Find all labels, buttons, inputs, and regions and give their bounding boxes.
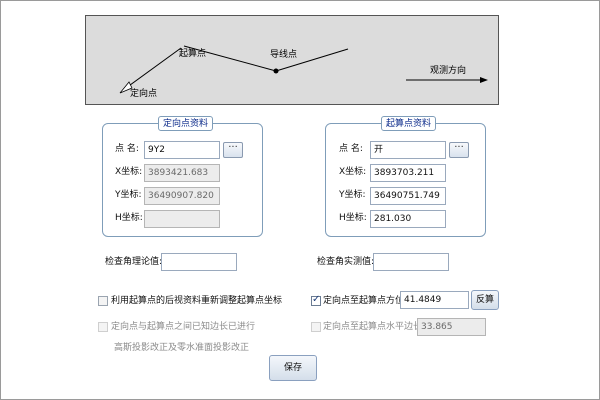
known-side-checkbox[interactable] [98, 322, 108, 332]
distance-label: 定向点至起算点水平边长: [323, 322, 426, 332]
distance-field[interactable]: 33.865 [417, 318, 486, 336]
orient-y-label: Y坐标: [115, 190, 142, 200]
orient-h-label: H坐标: [115, 213, 143, 223]
known-side-label-line2: 高斯投影改正及零水准面投影改正 [114, 343, 250, 353]
check-angle-theory-field[interactable] [161, 253, 237, 271]
azimuth-field[interactable]: 41.4849 [400, 291, 469, 309]
start-h-field[interactable]: 281.030 [370, 210, 446, 228]
readjust-label: 利用起算点的后视资料重新调整起算点坐标 [111, 296, 283, 306]
traverse-sketch [119, 45, 488, 94]
start-name-field[interactable]: 开 [370, 141, 446, 159]
start-h-label: H坐标: [339, 213, 367, 223]
azimuth-checkbox[interactable] [311, 294, 321, 306]
azimuth-label: 定向点至起算点方位: [323, 296, 408, 306]
traverse-diagram: 起算点 导线点 定向点 观测方向 [85, 15, 499, 105]
start-x-field[interactable]: 3893703.211 [370, 164, 446, 182]
distance-checkbox[interactable] [311, 322, 321, 332]
check-angle-theory-label: 检查角理论值: [105, 257, 163, 267]
observe-direction-label: 观测方向 [430, 66, 467, 76]
orient-h-field[interactable] [144, 210, 220, 228]
orient-y-field[interactable]: 36490907.820 [144, 187, 220, 205]
save-button[interactable]: 保存 [269, 355, 317, 381]
check-angle-measured-field[interactable] [373, 253, 449, 271]
orient-name-field[interactable]: 9Y2 [144, 141, 220, 159]
start-x-label: X坐标: [339, 167, 367, 177]
orient-group-title: 定向点资料 [158, 116, 214, 131]
start-y-label: Y坐标: [339, 190, 366, 200]
orient-x-label: X坐标: [115, 167, 143, 177]
start-name-label: 点 名: [339, 144, 363, 154]
start-y-field[interactable]: 36490751.749 [370, 187, 446, 205]
start-point-label: 起算点 [179, 49, 207, 59]
known-side-label-line1: 定向点与起算点之间已知边长已进行 [111, 322, 256, 332]
orient-point-label: 定向点 [130, 89, 158, 99]
reverse-calc-button[interactable]: 反算 [471, 290, 499, 310]
orient-browse-button[interactable]: ··· [223, 142, 243, 158]
orient-x-field[interactable]: 3893421.683 [144, 164, 220, 182]
readjust-checkbox[interactable] [98, 296, 108, 306]
traverse-point-label: 导线点 [270, 50, 298, 60]
orient-name-label: 点 名: [115, 144, 139, 154]
start-group-title: 起算点资料 [381, 116, 437, 131]
check-angle-measured-label: 检查角实测值: [317, 257, 375, 267]
start-browse-button[interactable]: ··· [449, 142, 469, 158]
